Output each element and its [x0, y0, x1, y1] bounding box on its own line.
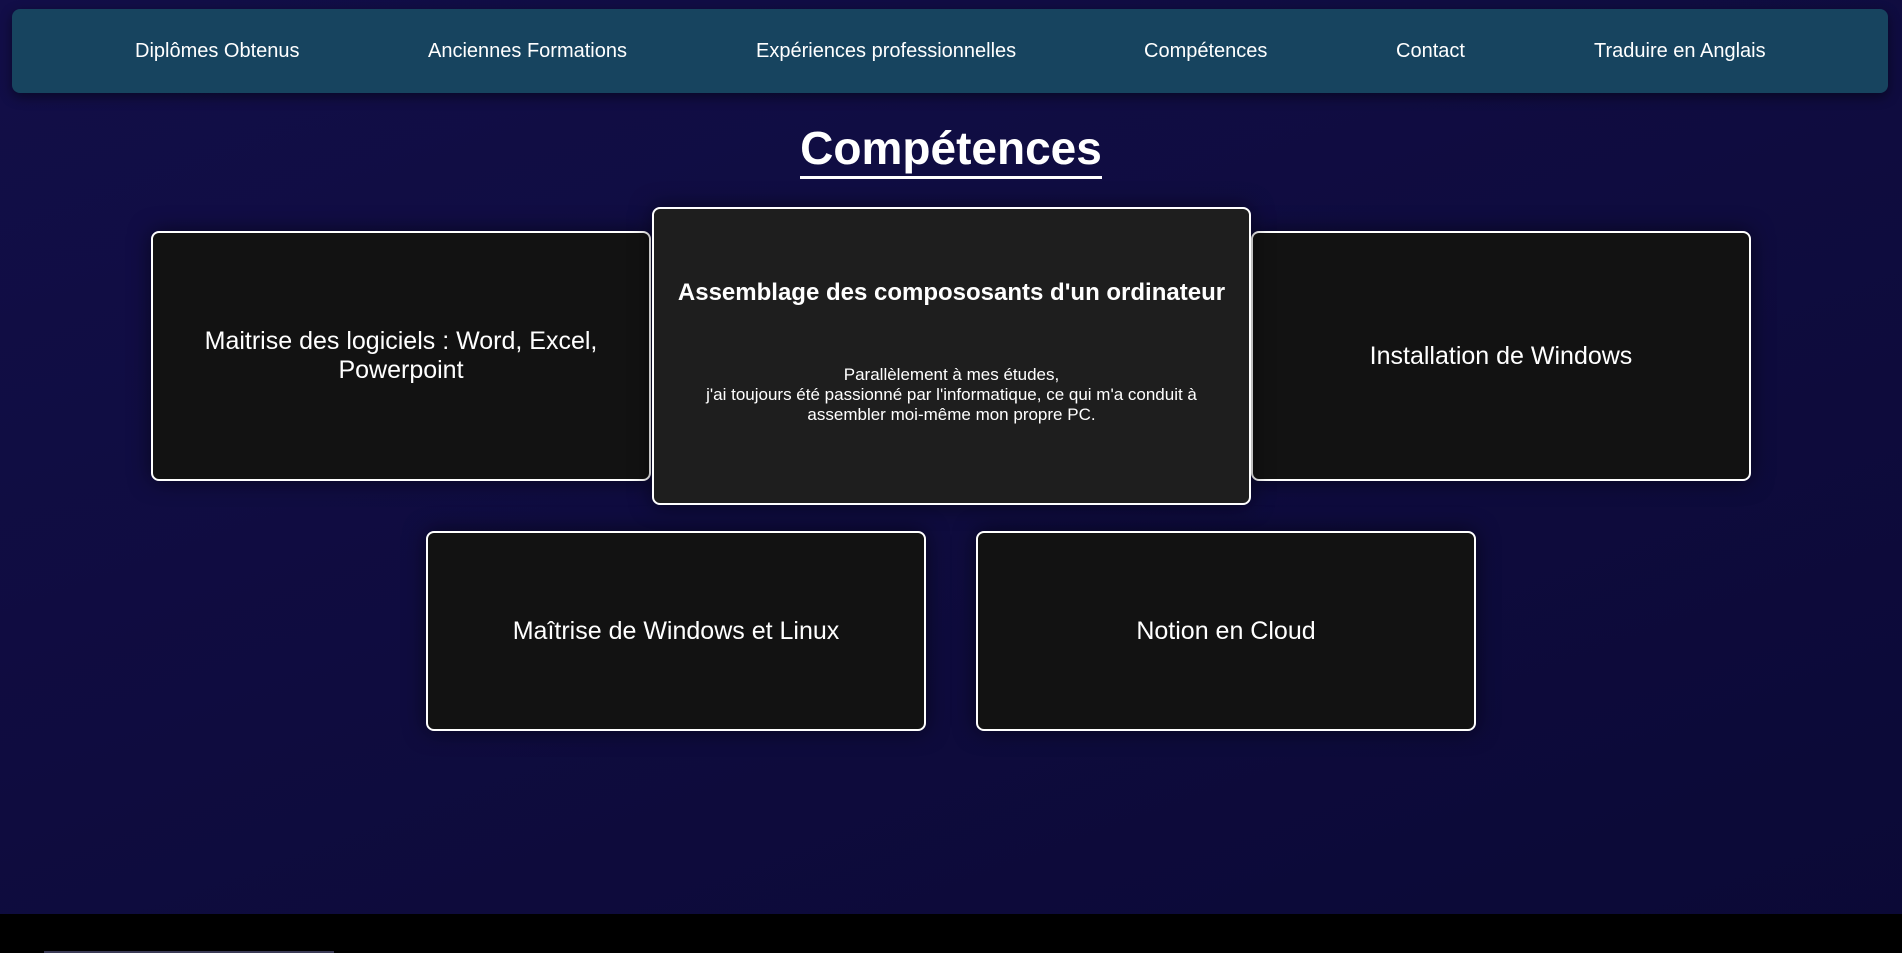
skill-card-description-line: Parallèlement à mes études, [843, 365, 1060, 384]
skill-card-title: Assemblage des compososants d'un ordinat… [677, 279, 1226, 306]
nav-link-anciennes-formations[interactable]: Anciennes Formations [428, 40, 627, 62]
nav-link-contact[interactable]: Contact [1396, 40, 1465, 62]
skill-card-description: Parallèlement à mes études, j'ai toujour… [654, 365, 1249, 425]
navbar: Diplômes Obtenus Anciennes Formations Ex… [12, 9, 1888, 93]
skill-card-cloud[interactable]: Notion en Cloud [976, 531, 1476, 731]
nav-link-traduire-anglais[interactable]: Traduire en Anglais [1594, 40, 1766, 62]
skill-card-installation-windows[interactable]: Installation de Windows [1251, 231, 1751, 481]
skill-card-logiciels[interactable]: Maitrise des logiciels : Word, Excel, Po… [151, 231, 651, 481]
skill-card-title: Installation de Windows [1369, 341, 1633, 370]
skill-card-assemblage[interactable]: Assemblage des compososants d'un ordinat… [652, 207, 1251, 505]
skill-card-windows-linux[interactable]: Maîtrise de Windows et Linux [426, 531, 926, 731]
skill-card-description-line: j'ai toujours été passionné par l'inform… [706, 385, 1197, 424]
footer [0, 914, 1902, 953]
nav-link-competences[interactable]: Compétences [1144, 40, 1268, 62]
page-title: Compétences [0, 120, 1902, 179]
footer-divider [44, 951, 334, 953]
skill-card-title: Maîtrise de Windows et Linux [512, 616, 840, 645]
nav-link-experiences[interactable]: Expériences professionnelles [756, 40, 1017, 62]
nav-link-diplomes[interactable]: Diplômes Obtenus [135, 40, 300, 62]
skill-card-title: Maitrise des logiciels : Word, Excel, Po… [204, 327, 598, 384]
skill-card-title: Notion en Cloud [1136, 616, 1316, 645]
page-title-text: Compétences [800, 120, 1102, 179]
